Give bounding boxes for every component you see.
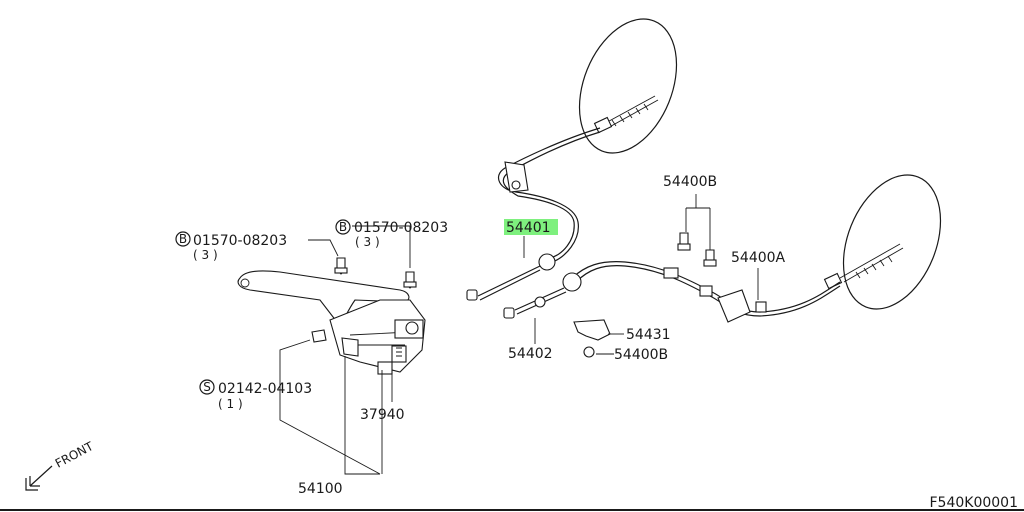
brake-drum-upper [578,18,678,154]
highlight-54401 [504,219,558,235]
label-54401: 54401 [506,220,551,236]
svg-text:B: B [179,232,187,246]
svg-text:( 3 ): ( 3 ) [355,235,380,249]
cable-54402 [503,261,841,323]
svg-text:S: S [203,380,211,394]
label-37940: 37940 [360,407,405,423]
svg-text:B: B [339,220,347,234]
label-54400B-top: 54400B [663,174,717,190]
parking-brake-lever [237,270,426,375]
bracket-54400A [755,301,767,313]
callout-bolt-left: B 01570-08203 ( 3 ) [175,231,287,262]
label-54100: 54100 [298,481,343,497]
bolt-left [334,257,348,275]
clip-54431 [573,319,611,341]
clip-cable-mid [663,267,713,297]
front-label: FRONT [53,439,96,471]
cable-54401 [466,127,601,301]
svg-text:02142-04103: 02142-04103 [218,381,312,397]
label-54402: 54402 [508,346,553,362]
leader-lines [279,194,759,475]
bolt-54400B-b [703,249,717,267]
front-arrow-icon [25,465,53,491]
figure-code: F540K00001 [930,495,1019,511]
label-54400B-bottom: 54400B [614,347,668,363]
svg-text:( 3 ): ( 3 ) [193,248,218,262]
callout-screw: S 02142-04103 ( 1 ) [199,379,312,411]
svg-text:( 1 ): ( 1 ) [218,397,243,411]
bolt-right [403,271,417,289]
label-54400A: 54400A [731,250,786,266]
screw-small [311,329,327,343]
bolt-54400B-a [677,232,691,251]
label-54431: 54431 [626,327,671,343]
brake-drum-right [823,174,942,310]
svg-text:01570-08203: 01570-08203 [193,233,287,249]
svg-text:01570-08203: 01570-08203 [354,220,448,236]
callout-bolt-right: B 01570-08203 ( 3 ) [335,219,448,249]
bolt-54400B-lower [583,346,595,358]
